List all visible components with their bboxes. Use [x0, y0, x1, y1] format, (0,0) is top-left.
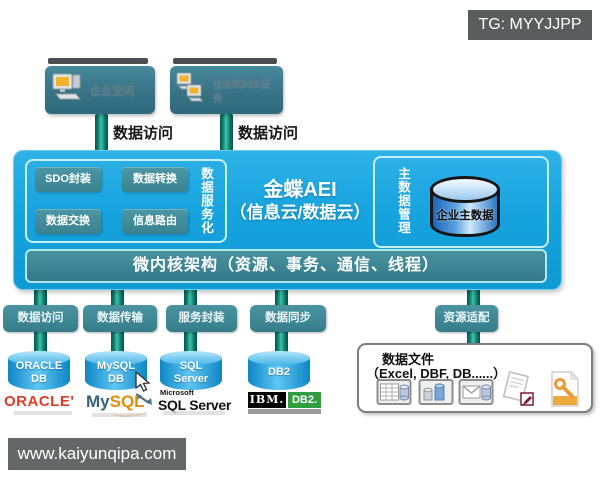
data-service-group — [25, 159, 227, 243]
adapter-data-access: 数据访问 — [3, 305, 78, 332]
site-watermark-badge: www.kaiyunqipa.com — [8, 438, 186, 470]
adapter-service-encapsulation: 服务封装 — [166, 305, 237, 332]
tg-watermark-badge: TG: MYYJJPP — [468, 10, 592, 40]
data-files-subtitle: （Excel, DBF, DB......） — [366, 366, 507, 381]
node-enterprise-space: 企业空间 — [45, 66, 155, 114]
adapter-data-transfer: 数据传输 — [83, 305, 157, 332]
access-label-2: 数据访问 — [238, 125, 299, 142]
pipe-col5-upper — [467, 286, 480, 307]
oracle-db-line2: DB — [31, 372, 47, 385]
mysql-logo: MySQL — [86, 392, 145, 412]
pipe-col3-upper — [184, 286, 197, 307]
spreadsheet-db-icon — [376, 378, 412, 411]
microkernel-bar: 微内核架构（资源、事务、通信、线程） — [25, 249, 547, 283]
config-file-icon — [548, 370, 582, 413]
oracle-db-line1: ORACLE — [15, 360, 63, 372]
sqlserver-logo-name: SQL Server — [158, 397, 232, 413]
pipe-app1 — [95, 114, 108, 154]
app2-label: 企业间B2B服务 — [213, 79, 271, 104]
mysql-logo-my: My — [86, 392, 110, 411]
master-data-cylinder-label: 企业主数据 — [436, 210, 494, 222]
sqlserver-logo: Microsoft SQL Server — [158, 388, 231, 413]
mysql-db-line1: MySQL — [97, 360, 135, 372]
mysql-db-line2: DB — [108, 372, 124, 385]
db2-cylinder: DB2 — [248, 351, 310, 391]
pipe-col1-upper — [34, 286, 47, 307]
data-files-title: 数据文件 — [382, 352, 435, 367]
app2-cap — [173, 58, 277, 64]
button-sdo-encapsulation: SDO封装 — [35, 167, 101, 192]
master-data-group — [373, 156, 549, 248]
access-label-1: 数据访问 — [113, 125, 174, 142]
mail-db-icon — [458, 378, 494, 411]
app1-label: 企业空间 — [90, 85, 134, 97]
pipe-col2-lower — [111, 330, 124, 355]
sqlserver-logo-microsoft: Microsoft — [160, 388, 194, 397]
dual-workstation-icon — [175, 71, 209, 110]
app1-cap — [48, 58, 148, 64]
pipe-app2 — [220, 114, 233, 154]
sqlserver-db-line2: Server — [173, 372, 209, 385]
pipe-col1-lower — [34, 330, 47, 355]
oracle-db-cylinder: ORACLE DB — [8, 351, 70, 391]
sqlserver-db-line1: SQL — [179, 360, 203, 372]
adapter-data-sync: 数据同步 — [250, 305, 326, 332]
mysql-logo-sql: SQL — [109, 392, 145, 411]
ibm-db2-logo-reflection — [248, 409, 321, 414]
pipe-col2-upper — [111, 286, 124, 307]
chart-db-icon — [418, 378, 454, 411]
button-data-conversion: 数据转换 — [122, 167, 188, 192]
platform-title: 金蝶AEI — [263, 179, 337, 201]
db2-logo: DB2. — [288, 392, 321, 408]
pipe-col5-lower — [467, 330, 480, 345]
oracle-logo-reflection — [14, 411, 72, 415]
sqlserver-logo-reflection — [163, 411, 225, 415]
pipe-col4-upper — [275, 286, 288, 307]
oracle-logo: ORACLE' — [4, 393, 75, 410]
workstation-icon — [50, 72, 86, 109]
master-data-vertical-label: 主数据管理 — [396, 167, 410, 235]
ibm-logo: IBM. — [248, 392, 286, 408]
pipe-col3-lower — [184, 330, 197, 355]
button-info-routing: 信息路由 — [122, 209, 188, 234]
document-pen-icon — [499, 371, 537, 414]
mysql-logo-reflection — [92, 413, 147, 417]
button-data-exchange: 数据交换 — [35, 209, 101, 234]
node-b2b-service: 企业间B2B服务 — [170, 66, 283, 114]
data-service-vertical-label: 数据服务化 — [199, 167, 213, 235]
platform-subtitle: （信息云/数据云） — [229, 203, 371, 222]
adapter-resource-adaptation: 资源适配 — [435, 305, 498, 332]
sqlserver-db-cylinder: SQL Server — [160, 351, 222, 391]
db2-line1: DB2 — [267, 366, 290, 378]
mouse-cursor-icon — [132, 370, 156, 412]
pipe-col4-lower — [275, 330, 288, 355]
